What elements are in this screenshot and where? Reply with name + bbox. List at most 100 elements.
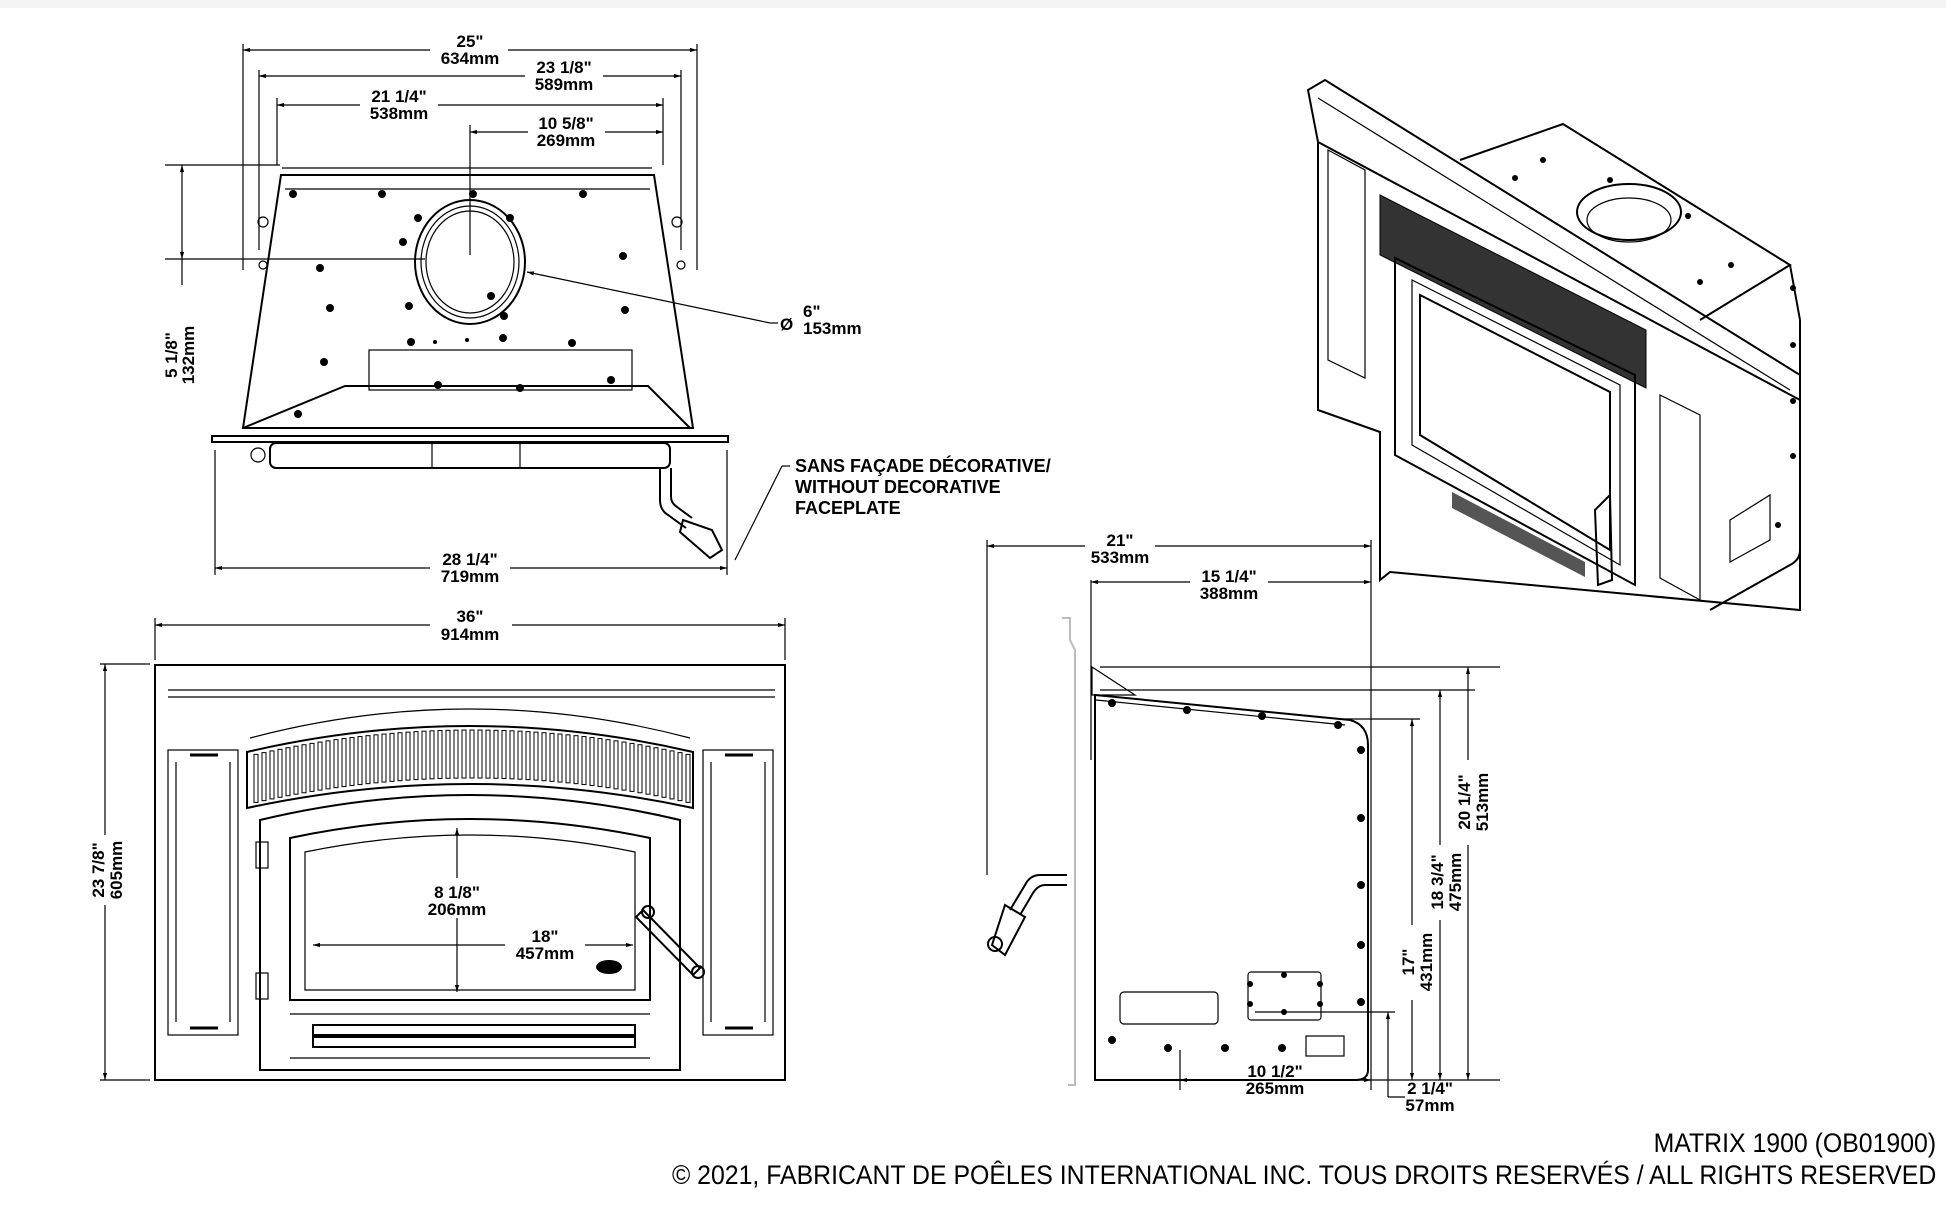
dim-label-mm: 605mm bbox=[107, 841, 126, 900]
dim-label-inch: 21" bbox=[1107, 531, 1134, 550]
side-handle bbox=[987, 874, 1067, 957]
grille-slot bbox=[277, 748, 283, 798]
grille-slot bbox=[453, 729, 459, 779]
grille-slot bbox=[421, 730, 427, 780]
grille-slot bbox=[413, 731, 419, 781]
dim-label-inch: 20 1/4" bbox=[1455, 774, 1474, 829]
right-panel bbox=[702, 749, 774, 1036]
dim-label-mm: 153mm bbox=[803, 319, 862, 338]
grille-slot bbox=[589, 737, 595, 787]
dim-label-inch: 36" bbox=[457, 607, 484, 626]
flue-collar bbox=[414, 199, 526, 325]
dim-overall-height-front: 23 7/8" 605mm bbox=[89, 664, 126, 1080]
top-view: 25" 634mm 23 1/8" 589mm 21 1/4" 538mm 10… bbox=[162, 32, 1051, 586]
dim-label-mm: 538mm bbox=[370, 104, 429, 123]
grille-slot bbox=[325, 740, 331, 790]
dim-body-width: 21 1/4" 538mm bbox=[277, 87, 663, 123]
grille-slot bbox=[605, 739, 611, 789]
grille-slot bbox=[341, 738, 347, 788]
diameter-symbol: Ø bbox=[780, 315, 793, 334]
dim-label-inch: 21 1/4" bbox=[371, 87, 426, 106]
dim-glass-height: 8 1/8" 206mm bbox=[428, 828, 487, 992]
grille-slot bbox=[533, 731, 539, 781]
grille-slot bbox=[461, 729, 467, 779]
grille-slot bbox=[333, 739, 339, 789]
dim-label-mm: 269mm bbox=[537, 131, 596, 150]
dim-label-inch: 8 1/8" bbox=[434, 883, 480, 902]
door-handle bbox=[634, 905, 705, 979]
faceplate-note: SANS FAÇADE DÉCORATIVE/ WITHOUT DECORATI… bbox=[795, 455, 1051, 518]
grille-slot bbox=[677, 752, 683, 802]
grille-slot bbox=[397, 732, 403, 782]
dim-label-inch: 10 5/8" bbox=[538, 114, 593, 133]
dim-label-inch: 18" bbox=[532, 927, 559, 946]
dim-label-inch: 2 1/4" bbox=[1407, 1079, 1453, 1098]
dim-flue-diameter: Ø 6" 153mm bbox=[780, 302, 862, 338]
top-edge bbox=[0, 0, 1946, 8]
copyright-line: © 2021, FABRICANT DE POÊLES INTERNATIONA… bbox=[671, 1160, 1936, 1190]
handle bbox=[659, 468, 724, 560]
grille-slot bbox=[365, 735, 371, 785]
dim-label-mm: 914mm bbox=[441, 625, 500, 644]
dim-side-rear-height: 17" 431mm bbox=[1399, 719, 1436, 1080]
grille-slot bbox=[469, 729, 475, 779]
grille-slot bbox=[549, 732, 555, 782]
dim-label-mm: 206mm bbox=[428, 900, 487, 919]
grille-slot bbox=[389, 732, 395, 782]
grille-slot bbox=[557, 733, 563, 783]
grille-slot bbox=[565, 734, 571, 784]
dim-side-body-height: 18 3/4" 475mm bbox=[1428, 690, 1465, 1080]
grille-slot bbox=[269, 750, 275, 800]
grille-slot bbox=[629, 742, 635, 792]
grille bbox=[253, 729, 691, 803]
grille-slot bbox=[317, 741, 323, 791]
grille-slot bbox=[357, 736, 363, 786]
grille-slot bbox=[301, 744, 307, 794]
grille-slot bbox=[517, 730, 523, 780]
dim-label-mm: 265mm bbox=[1246, 1079, 1305, 1098]
grille-slot bbox=[309, 742, 315, 792]
dim-side-overall-height: 20 1/4" 513mm bbox=[1455, 667, 1492, 1080]
dim-label-inch: 25" bbox=[457, 32, 484, 51]
dim-label-inch: 23 7/8" bbox=[89, 842, 108, 897]
dim-label-inch: 5 1/8" bbox=[162, 332, 181, 378]
grille-slot bbox=[437, 730, 443, 780]
dim-flange-width: 23 1/8" 589mm bbox=[259, 58, 681, 94]
grille-slot bbox=[661, 748, 667, 798]
dim-label-inch: 6" bbox=[803, 302, 821, 321]
dim-flue-depth: 5 1/8" 132mm bbox=[162, 165, 198, 384]
grille-slot bbox=[541, 732, 547, 782]
dim-label-inch: 23 1/8" bbox=[536, 58, 591, 77]
dim-label-mm: 457mm bbox=[516, 944, 575, 963]
grille-slot bbox=[261, 752, 267, 802]
grille-slot bbox=[621, 741, 627, 791]
dim-overall-width-front: 36" 914mm bbox=[155, 607, 785, 644]
dim-inlet-height: 2 1/4" 57mm bbox=[1385, 1012, 1455, 1115]
dim-glass-width: 18" 457mm bbox=[313, 927, 633, 963]
dim-label-mm: 431mm bbox=[1417, 933, 1436, 992]
grille-slot bbox=[509, 730, 515, 780]
grille-slot bbox=[669, 750, 675, 800]
dim-body-depth: 15 1/4" 388mm bbox=[1091, 567, 1371, 603]
dim-label-inch: 18 3/4" bbox=[1428, 854, 1447, 909]
grille-slot bbox=[429, 730, 435, 780]
dim-label-mm: 388mm bbox=[1200, 584, 1259, 603]
dim-label-mm: 634mm bbox=[441, 49, 500, 68]
dim-label-mm: 475mm bbox=[1446, 853, 1465, 912]
grille-slot bbox=[373, 734, 379, 784]
note-line: SANS FAÇADE DÉCORATIVE/ bbox=[795, 455, 1051, 476]
grille-slot bbox=[381, 733, 387, 783]
grille-slot bbox=[285, 747, 291, 797]
dim-label-mm: 589mm bbox=[535, 75, 594, 94]
dim-label-inch: 10 1/2" bbox=[1247, 1062, 1302, 1081]
dim-label-mm: 513mm bbox=[1473, 773, 1492, 832]
grille-slot bbox=[597, 738, 603, 788]
dim-base-width: 28 1/4" 719mm bbox=[215, 550, 727, 586]
model-line: MATRIX 1900 (OB01900) bbox=[1653, 1128, 1936, 1158]
grille-slot bbox=[349, 737, 355, 787]
logo-badge bbox=[596, 960, 622, 974]
note-line: FACEPLATE bbox=[795, 498, 901, 518]
grille-slot bbox=[485, 729, 491, 779]
dim-label-inch: 28 1/4" bbox=[442, 550, 497, 569]
